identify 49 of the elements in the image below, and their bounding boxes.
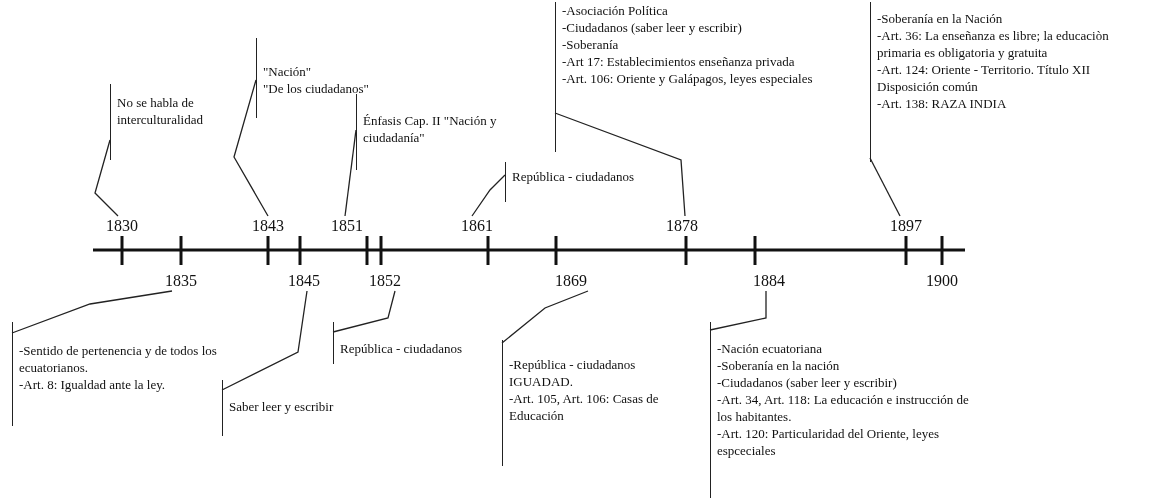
callout-text: -Soberanía	[562, 36, 620, 53]
year-label: 1852	[369, 272, 401, 290]
callout-text: -Art. 8: Igualdad ante la ley.	[19, 376, 167, 393]
callout-text: -Art. 34, Art. 118: La educación e instrucción de los habitantes.	[717, 391, 970, 425]
callout-text: -Art 17: Establecimientos enseñanza privada	[562, 53, 796, 70]
leader-line	[344, 129, 357, 217]
leader-line	[221, 290, 308, 391]
year-label: 1897	[890, 217, 922, 235]
callout-text: Saber leer y escribir	[229, 398, 335, 415]
year-label: 1843	[252, 217, 284, 235]
callout-text: -Art. 36: La enseñanza es libre; la educaciòn primaria es obligatoria y gratuita	[877, 27, 1110, 61]
leader-line	[869, 157, 901, 217]
year-label: 1869	[555, 272, 587, 290]
callout-text: No se habla de interculturalidad	[117, 94, 204, 128]
callout	[710, 322, 972, 498]
callout-text: -Art. 106: Oriente y Galápagos, leyes especiales	[562, 70, 814, 87]
leader-line	[332, 290, 396, 333]
year-label: 1900	[926, 272, 958, 290]
year-label: 1845	[288, 272, 320, 290]
leader-line	[471, 174, 506, 217]
callout-text: -Soberanía en la Nación	[877, 10, 1004, 27]
callout-text: República - ciudadanos	[340, 340, 463, 357]
leader-line	[94, 139, 119, 217]
callout-text: -Art. 120: Particularidad del Oriente, leyes espceciales	[717, 425, 940, 459]
leader-line	[554, 112, 686, 217]
year-label: 1851	[331, 217, 363, 235]
callout-text: -Nación ecuatoriana	[717, 340, 824, 357]
callout-text: -Soberanía en la nación	[717, 357, 841, 374]
leader-line	[233, 79, 269, 217]
callout-text: -Art. 105, Art. 106: Casas de Educación	[509, 390, 660, 424]
year-label: 1884	[753, 272, 785, 290]
callout-text: "Nación"	[263, 63, 313, 80]
leader-line	[11, 290, 173, 334]
callout-text: -Art. 124: Oriente - Territorio. Título XII Disposición común	[877, 61, 1092, 95]
year-label: 1861	[461, 217, 493, 235]
callout-text: "De los ciudadanos"	[263, 80, 370, 97]
callout-text: -Ciudadanos (saber leer y escribir)	[562, 19, 743, 36]
callout-text: -Sentido de pertenencia y de todos los ecuatorianos.	[19, 342, 218, 376]
year-label: 1878	[666, 217, 698, 235]
leader-line	[709, 290, 767, 331]
callout-text: -República - ciudadanos IGUADAD.	[509, 356, 637, 390]
callout-text: Énfasis Cap. II "Nación y ciudadanía"	[363, 112, 498, 146]
year-label: 1830	[106, 217, 138, 235]
callout-text: -Art. 138: RAZA INDIA	[877, 95, 1008, 112]
callout-text: República - ciudadanos	[512, 168, 635, 185]
year-label: 1835	[165, 272, 197, 290]
callout-text: -Asociación Política	[562, 2, 669, 19]
callout-text: -Ciudadanos (saber leer y escribir)	[717, 374, 898, 391]
leader-line	[501, 290, 589, 344]
